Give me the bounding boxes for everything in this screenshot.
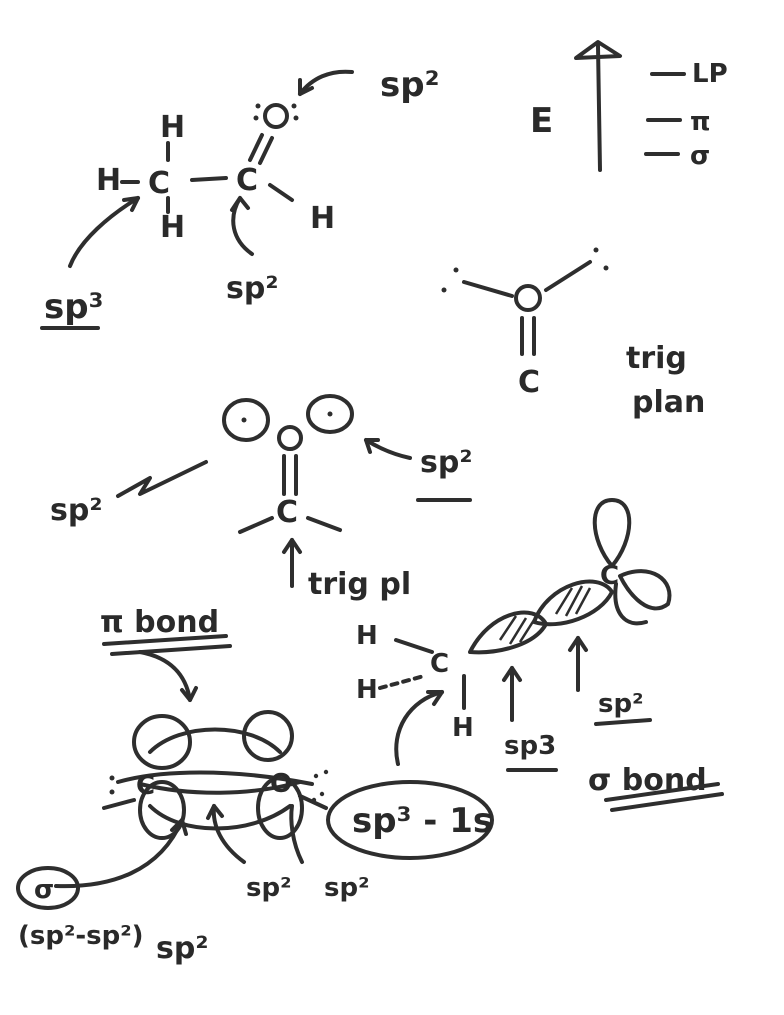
h-left: H (96, 163, 121, 198)
label-sp2-lobe: sp² (420, 445, 472, 480)
level-lp-label: LP (692, 59, 728, 89)
label-trig: trig (626, 341, 687, 376)
level-pi-label: π (690, 107, 711, 137)
label-sp3-right: sp3 (504, 731, 556, 761)
h-bottom: H (160, 210, 185, 245)
o-pi: O (270, 769, 292, 799)
c-carbonyl: C (236, 163, 258, 198)
h-sigma-1: H (356, 621, 378, 651)
c-pi: C (136, 771, 155, 801)
bond-co-2 (260, 138, 272, 163)
label-sp2-right: sp² (598, 689, 643, 719)
annotation-sp2-carbonyl: sp² (226, 198, 278, 306)
energy-axis-label: E (530, 101, 553, 141)
annotation-sp3-1s: sp³ - 1s (328, 782, 493, 858)
label-sp3-methyl: sp³ (44, 287, 103, 327)
o-carbonyl (265, 105, 287, 127)
carbonyl-trigonal-planar: C trig plan (442, 248, 706, 421)
label-sp2-sp2: (sp²-sp²) (18, 921, 144, 951)
sigma-bond-orbital-picture: H H H C C sp3 sp² (356, 500, 669, 770)
label-sigma-left: σ (34, 875, 54, 905)
c-middle: C (276, 495, 298, 530)
annotation-pi-bond: π bond (100, 605, 230, 700)
label-sp2-mid1: sp² (246, 873, 291, 903)
annotation-sp2-oxygen: sp² (300, 65, 439, 105)
label-sp2-bottom: sp² (156, 931, 208, 966)
level-sigma-label: σ (690, 141, 710, 171)
c-bottom: C (518, 365, 540, 400)
bond-c-c (192, 178, 226, 180)
o-middle (279, 427, 301, 449)
label-trig-pl: trig pl (308, 567, 411, 602)
h-aldehyde: H (310, 201, 335, 236)
label-sp2-mid2: sp² (324, 873, 369, 903)
h-sigma-2: H (356, 675, 378, 705)
pi-bond-orbital-picture: C O (56, 712, 328, 886)
o-center (516, 286, 540, 310)
label-sp3-1s: sp³ - 1s (352, 801, 493, 841)
annotation-sigma-bond: σ bond (588, 763, 722, 810)
energy-diagram: E LP π σ (530, 42, 728, 171)
acetaldehyde-structure: H H C H C H (96, 104, 335, 246)
label-planar: plan (632, 385, 705, 420)
annotation-sp3-methyl: sp³ (42, 198, 138, 328)
label-sp2-carbonyl: sp² (226, 271, 278, 306)
h-top: H (160, 110, 185, 145)
energy-axis-line (598, 46, 600, 170)
p-lobe-top (595, 500, 630, 566)
bond-c-h-aldehyde (270, 185, 292, 200)
bond-co-1 (250, 135, 262, 160)
label-pi-bond: π bond (100, 605, 219, 640)
c-methyl: C (148, 166, 170, 201)
label-sp2-oxygen: sp² (380, 65, 439, 105)
h-sigma-3: H (452, 713, 474, 743)
annotation-sigma-sp2sp2: σ (sp²-sp²) sp² sp² sp² (18, 868, 369, 966)
p-lobe-right (620, 571, 669, 608)
label-sp2-left: sp² (50, 493, 102, 528)
c-sigma: C (430, 649, 449, 679)
oxygen-lobes-structure: C sp² sp² trig pl (50, 396, 472, 602)
